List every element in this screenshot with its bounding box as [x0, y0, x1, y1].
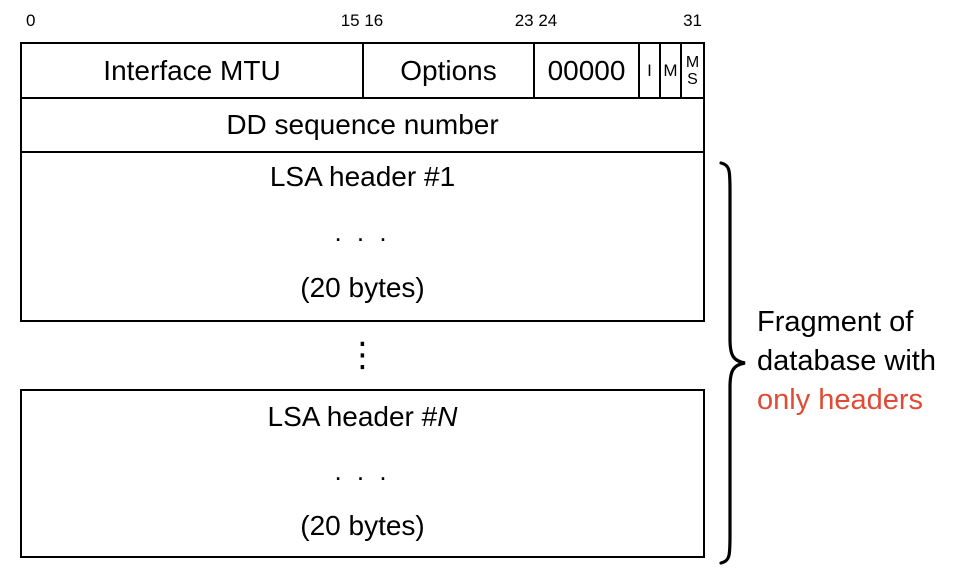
flag-ms-bottom-letter: S: [687, 70, 698, 88]
lsa-header-1-title: LSA header #1: [270, 161, 455, 193]
lsa-header-1-number: 1: [439, 161, 456, 192]
annotation-line-2: database with: [757, 345, 936, 377]
curly-brace: [719, 161, 746, 565]
field-zero-bits: 00000: [535, 44, 640, 97]
field-options: Options: [364, 44, 535, 97]
bit-label-23-24: 23 24: [514, 11, 558, 30]
lsa-header-n-box: LSA header #N . . . (20 bytes): [20, 389, 705, 558]
annotation-line-3-highlight: only headers: [757, 384, 924, 416]
lsa-header-n-number: N: [437, 401, 458, 432]
lsa-header-1-ellipsis: . . .: [334, 217, 391, 247]
bit-label-0: 0: [26, 11, 36, 30]
lsa-header-n-size: (20 bytes): [300, 510, 425, 541]
packet-header-table: Interface MTU Options 00000 I M M S DD s…: [20, 42, 705, 322]
bit-label-15-16: 15 16: [340, 11, 384, 30]
lsa-header-1-size: (20 bytes): [300, 272, 425, 303]
lsa-header-n-title-prefix: LSA header #: [267, 401, 438, 432]
flag-i-bit: I: [640, 44, 661, 97]
packet-row-1: Interface MTU Options 00000 I M M S: [22, 44, 703, 99]
annotation-text: Fragment of database with only headers: [757, 303, 936, 420]
vertical-ellipsis: ⋮: [345, 335, 380, 375]
lsa-header-n-title: LSA header #N: [268, 401, 458, 433]
lsa-header-1-box: LSA header #1 . . . (20 bytes): [22, 153, 703, 318]
lsa-header-n-ellipsis: . . .: [334, 456, 391, 486]
field-interface-mtu: Interface MTU: [22, 44, 364, 97]
lsa-header-1-title-prefix: LSA header #: [269, 161, 440, 192]
field-dd-sequence-number: DD sequence number: [22, 99, 703, 153]
flag-m-bit: M: [661, 44, 682, 97]
flag-ms-top-letter: M: [685, 53, 700, 71]
flag-ms-bit: M S: [682, 44, 703, 97]
bit-label-31: 31: [683, 11, 702, 30]
annotation-line-1: Fragment of: [757, 306, 914, 338]
